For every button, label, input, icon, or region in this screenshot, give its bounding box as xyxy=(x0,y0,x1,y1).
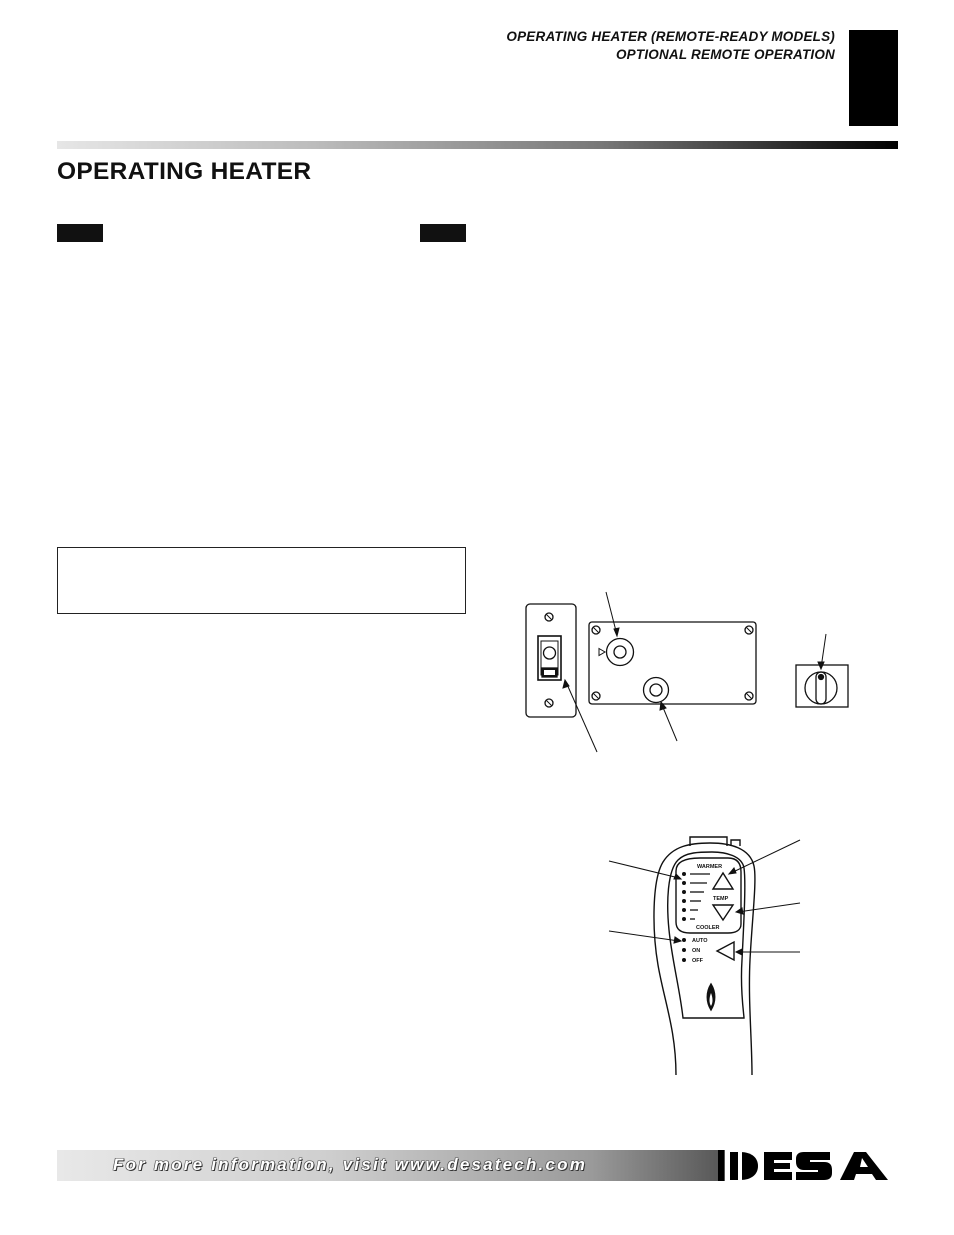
remote-mode-on: ON xyxy=(692,948,700,954)
footer-website-text: For more information, visit www.desatech… xyxy=(113,1155,588,1174)
desa-logo xyxy=(726,1149,898,1183)
remote-cooler-label: COOLER xyxy=(696,925,720,931)
remote-mode-off: OFF xyxy=(692,958,704,964)
notice-label-left xyxy=(57,224,103,242)
running-header: OPERATING HEATER (REMOTE-READY MODELS) O… xyxy=(506,28,835,64)
cooler-arrow-icon xyxy=(711,904,735,922)
wall-switch-plate xyxy=(525,603,577,718)
header-rule xyxy=(57,141,898,149)
control-knob-plate xyxy=(795,664,849,708)
remote-buttons xyxy=(706,871,735,1012)
page-tab-marker xyxy=(849,30,898,126)
remote-warmer-label: WARMER xyxy=(697,864,722,870)
callout-leaders-panel xyxy=(562,591,827,753)
remote-level-bars xyxy=(690,873,710,920)
running-header-line-1: OPERATING HEATER (REMOTE-READY MODELS) xyxy=(506,29,835,44)
notice-label-right xyxy=(420,224,466,242)
notice-box xyxy=(57,547,466,614)
warmer-arrow-icon xyxy=(711,871,735,890)
callout-leaders-remote xyxy=(608,839,801,956)
remote-mode-auto: AUTO xyxy=(692,938,708,944)
remote-control xyxy=(653,836,756,1076)
running-header-line-2: OPTIONAL REMOTE OPERATION xyxy=(615,47,835,62)
footer-divider xyxy=(718,1150,724,1181)
remote-temp-label: TEMP xyxy=(713,896,729,902)
remote-indicator-leds xyxy=(682,872,686,962)
mode-arrow-icon xyxy=(715,940,735,962)
section-title: OPERATING HEATER xyxy=(57,158,312,185)
footer-bar xyxy=(57,1150,725,1181)
receiver-panel xyxy=(588,621,757,705)
